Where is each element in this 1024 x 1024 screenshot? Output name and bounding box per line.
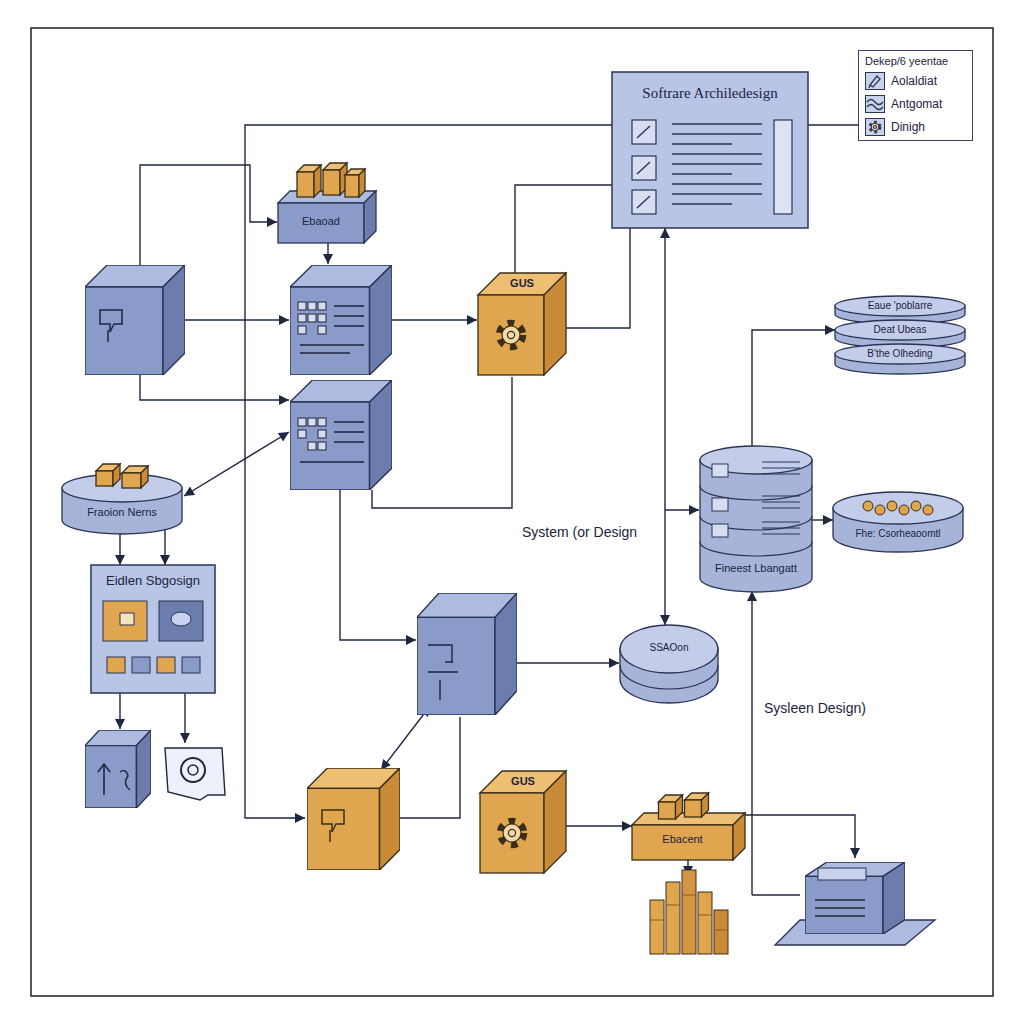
platform-box: Ebacent [632,793,745,860]
connector [752,330,835,446]
node-label: Eaue 'poblarre [868,300,933,312]
legend-text: Dinigh [891,120,925,134]
cube-d [417,593,517,715]
connector [119,534,120,565]
legend-text: Antgomat [891,97,942,111]
legend-icon [865,95,885,113]
cube-e [307,768,400,870]
node-label: Eidlen Sbgosign [106,573,200,589]
node-outline [632,793,745,860]
panel-box: Eidlen Sbgosign [91,565,215,693]
node-label: GUS [511,775,535,788]
document-panel: Softrare Archiledesign [612,72,808,228]
legend-icon [865,72,885,90]
legend-entry: Aolaldiat [865,72,966,90]
connector [664,228,665,625]
cube-c [290,380,392,490]
node-label: Fraoion Nerns [87,506,157,519]
node-label: Fineest Lbangatt [715,562,797,575]
connector-lines [120,125,858,895]
connector [566,228,630,328]
device-icon [165,748,225,800]
node-label: Ebacent [662,833,702,846]
process-cube: GUS [478,273,566,375]
cube-a [85,265,185,375]
database: Fineest Lbangatt [700,446,812,592]
platform-box: Ebaoad [278,163,376,243]
node-label: SSAOon [650,642,689,654]
cube-b [290,265,392,375]
connector [164,530,165,565]
node-label: Softrare Archiledesign [642,84,777,102]
server-box [775,862,935,945]
node-outline [833,492,963,552]
node-outline [278,163,376,243]
disc-node: Fhe: Csorheaoomtl [833,492,963,552]
small-cube [85,730,151,808]
node-label: B'the Olheding [867,348,932,360]
stack-disc: B'the Olheding [835,344,965,374]
connector [515,185,612,273]
free-label: System (or Design [520,524,639,541]
legend-box: Dekep/6 yeentaeAolaldiatAntgomatDinigh [858,50,973,141]
node-label: GUS [510,277,534,290]
node-outline [620,625,718,703]
frame [31,28,993,996]
legend-icon [865,118,885,136]
legend-entry: Antgomat [865,95,966,113]
legend-entry: Dinigh [865,118,966,136]
process-cube: GUS [480,771,566,873]
node-label: Ebaoad [302,215,340,228]
legend-text: Aolaldiat [891,74,937,88]
node-label: Deat Ubeas [874,324,927,336]
disc-node: SSAOon [620,625,718,703]
node-label: Fhe: Csorheaoomtl [855,528,940,540]
bar-chart [650,870,728,954]
connector [566,825,632,826]
free-label: Sysleen Design) [762,700,868,717]
connector [812,519,833,520]
disc-node: Fraoion Nerns [62,474,182,534]
legend-title: Dekep/6 yeentae [865,55,966,67]
node-outline [62,474,182,534]
